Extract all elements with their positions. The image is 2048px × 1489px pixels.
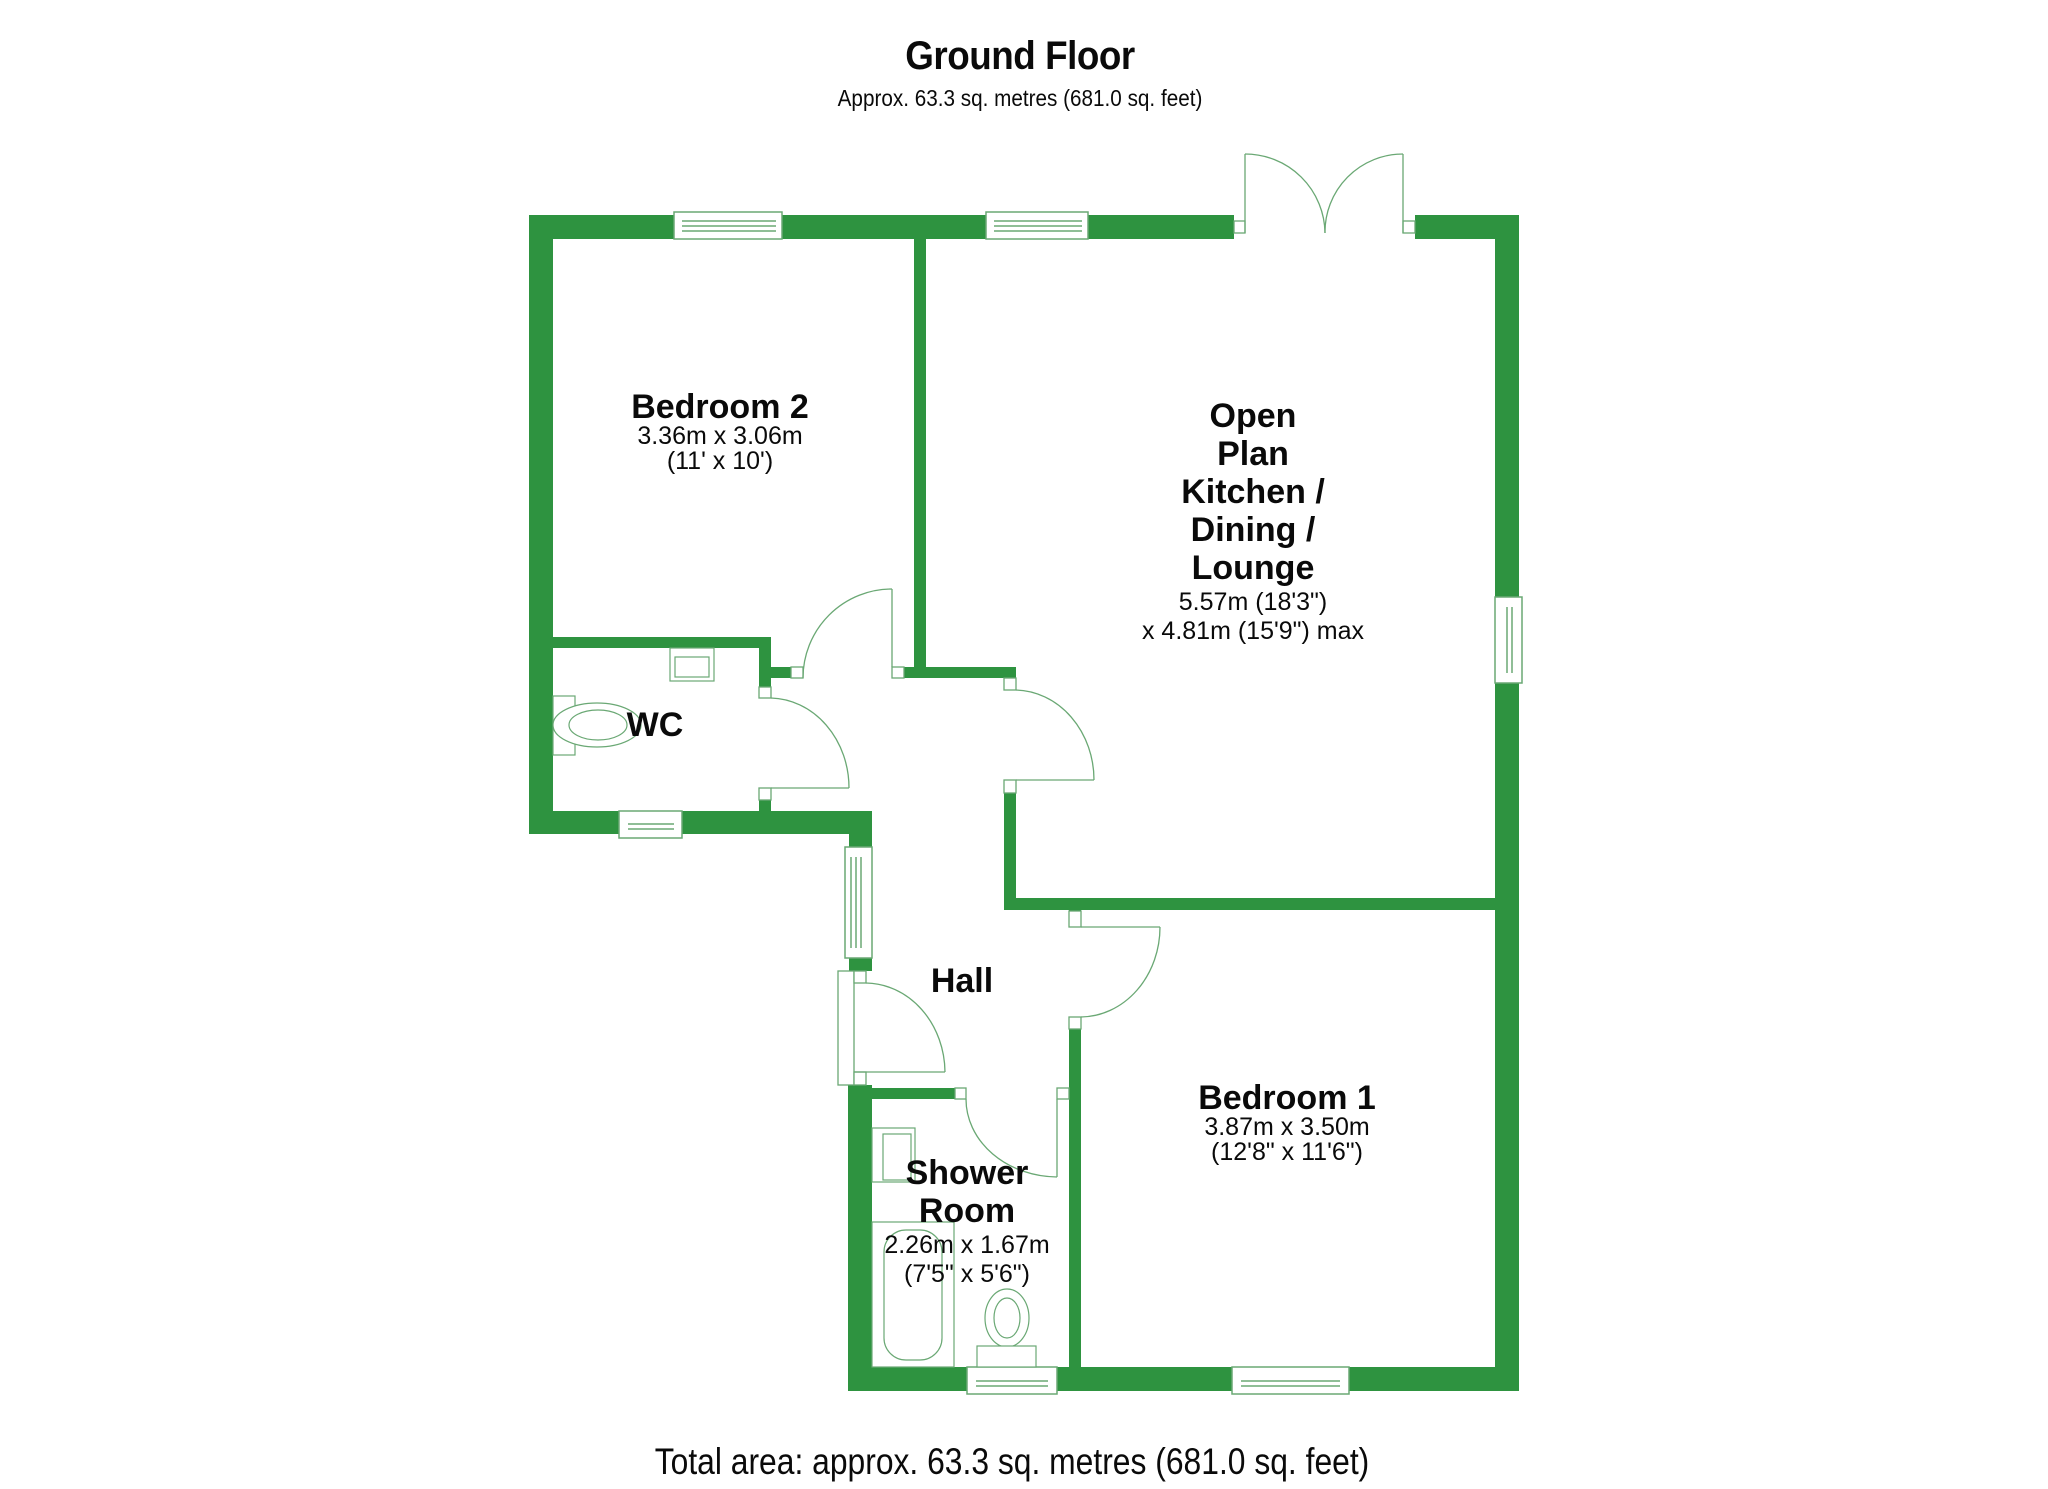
- room-shower: Shower Room 2.26m x 1.67m (7'5" x 5'6"): [857, 1154, 1077, 1288]
- windows: [618, 211, 1523, 1395]
- room-name-line: Room: [918, 1192, 1016, 1230]
- room-kitchen: Open Plan Kitchen / Dining / Lounge 5.57…: [1093, 397, 1413, 645]
- room-dim-metric: 2.26m x 1.67m: [884, 1231, 1050, 1259]
- walls: [529, 215, 1519, 1391]
- room-name-line: Dining /: [1190, 511, 1316, 549]
- floor-title: Ground Floor: [905, 34, 1135, 78]
- room-name-line: Lounge: [1191, 549, 1315, 587]
- fixtures: [552, 647, 1037, 1368]
- room-dim-line2: x 4.81m (15'9") max: [1141, 617, 1365, 645]
- total-area-footer: Total area: approx. 63.3 sq. metres (681…: [654, 1441, 1370, 1482]
- room-name: WC: [626, 706, 684, 744]
- room-name-line: Kitchen /: [1181, 473, 1325, 511]
- room-dim-metric: 3.36m x 3.06m: [637, 422, 803, 450]
- room-bedroom-2: Bedroom 2 3.36m x 3.06m (11' x 10'): [600, 390, 840, 474]
- room-dim-line1: 5.57m (18'3"): [1178, 588, 1328, 616]
- room-dim-imperial: (11' x 10'): [666, 447, 774, 475]
- room-name: Hall: [930, 962, 994, 1000]
- room-hall: Hall: [912, 964, 1012, 998]
- room-wc: WC: [615, 708, 695, 742]
- room-name: Bedroom 1: [1198, 1079, 1376, 1117]
- room-name-line: Open: [1209, 397, 1297, 435]
- room-name-line: Shower: [905, 1154, 1029, 1192]
- room-dim-imperial: (12'8" x 11'6"): [1211, 1138, 1363, 1166]
- room-dim-imperial: (7'5" x 5'6"): [904, 1260, 1030, 1288]
- doors: [758, 153, 1416, 1178]
- room-name-line: Plan: [1217, 435, 1289, 473]
- shower-tray-icon: [883, 1229, 943, 1361]
- floor-area-subtitle: Approx. 63.3 sq. metres (681.0 sq. feet): [837, 85, 1203, 111]
- room-name: Bedroom 2: [631, 388, 809, 426]
- room-dim-metric: 3.87m x 3.50m: [1204, 1113, 1370, 1141]
- room-bedroom-1: Bedroom 1 3.87m x 3.50m (12'8" x 11'6"): [1147, 1081, 1427, 1165]
